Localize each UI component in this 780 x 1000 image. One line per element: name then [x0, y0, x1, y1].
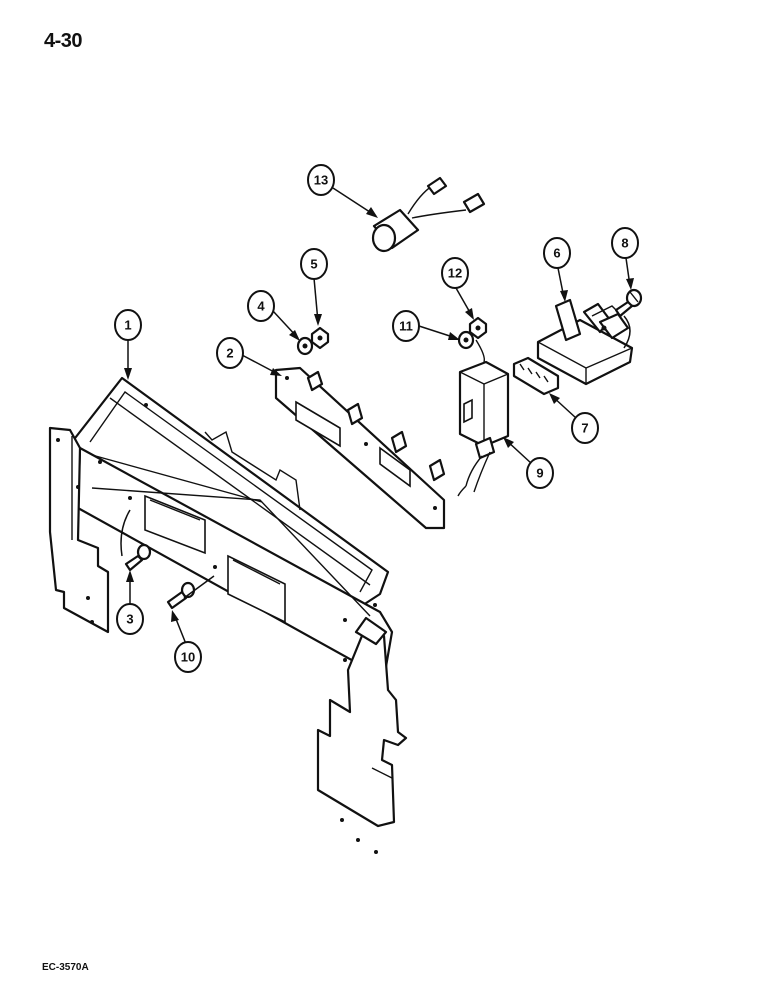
svg-text:2: 2	[226, 346, 233, 361]
screw-10	[166, 581, 196, 610]
switch-housing	[536, 298, 634, 386]
nut-12	[468, 316, 488, 340]
callout-1: 1	[114, 309, 142, 341]
svg-text:4: 4	[257, 299, 265, 314]
callout-5: 5	[300, 248, 328, 280]
svg-text:5: 5	[310, 257, 317, 272]
svg-text:10: 10	[181, 650, 195, 665]
page-number: 4-30	[44, 30, 83, 52]
callout-2: 2	[216, 337, 244, 369]
callout-8: 8	[611, 227, 639, 259]
svg-text:11: 11	[399, 319, 413, 334]
callout-11: 11	[392, 310, 420, 342]
callout-3: 3	[116, 603, 144, 635]
callout-6: 6	[543, 237, 571, 269]
capacitor	[371, 176, 486, 253]
screw-3	[124, 543, 152, 572]
figure-code: EC-3570A	[42, 962, 89, 973]
callout-13: 13	[307, 164, 335, 196]
callout-10: 10	[174, 641, 202, 673]
leader-lines	[120, 187, 634, 645]
relay-module	[457, 339, 510, 497]
svg-text:13: 13	[314, 173, 328, 188]
main-panel-bracket	[48, 376, 408, 854]
connector-strip	[512, 356, 560, 396]
svg-text:7: 7	[581, 421, 588, 436]
mounting-strip	[274, 366, 446, 530]
callout-7: 7	[571, 412, 599, 444]
washer-11	[457, 330, 475, 350]
screw-8	[614, 288, 643, 318]
svg-text:1: 1	[124, 318, 131, 333]
svg-text:6: 6	[553, 246, 560, 261]
callout-4: 4	[247, 290, 275, 322]
svg-text:8: 8	[621, 236, 628, 251]
nut-5	[310, 326, 330, 350]
callout-9: 9	[526, 457, 554, 489]
svg-text:3: 3	[126, 612, 133, 627]
svg-text:9: 9	[536, 466, 543, 481]
svg-text:12: 12	[448, 266, 462, 281]
callout-12: 12	[441, 257, 469, 289]
washer-4	[296, 336, 314, 356]
